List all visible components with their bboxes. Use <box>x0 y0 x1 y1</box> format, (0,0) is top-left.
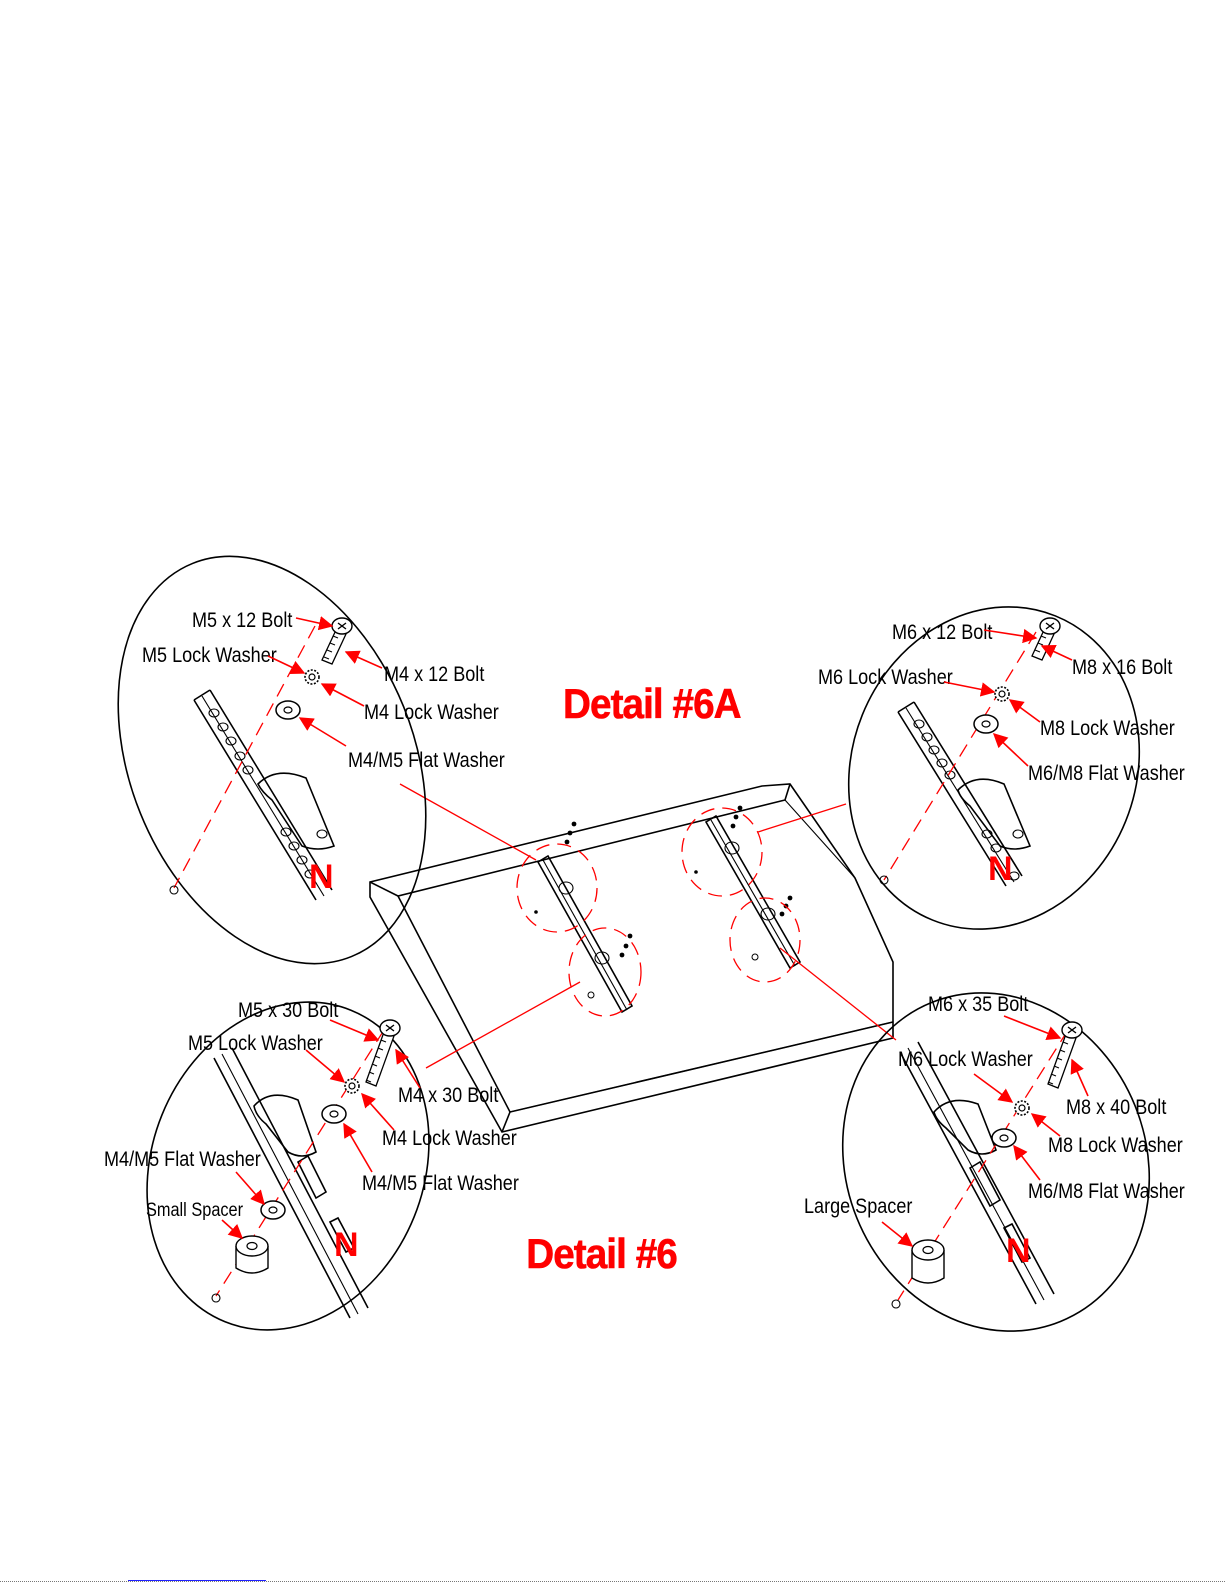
n-mark: N <box>1006 1232 1031 1270</box>
label-small-spacer: Small Spacer <box>146 1199 243 1220</box>
label-m4-lock-washer: M4 Lock Washer <box>382 1127 517 1151</box>
flat-washer-m4m5 <box>321 1104 347 1124</box>
small-spacer <box>235 1235 269 1274</box>
detail-bottom-left: N M5 x 30 Bolt M5 Lock Washer M4 x 30 Bo… <box>104 999 519 1331</box>
flat-washer-m4m5-left <box>260 1200 286 1220</box>
detail-top-right: N M6 x 12 Bolt M8 x 16 Bolt M6 Lock Wash… <box>818 606 1185 930</box>
callout-arrows <box>881 1015 1089 1247</box>
detail-6-title: Detail #6 <box>526 1229 677 1277</box>
rail-bracket <box>899 1041 1055 1305</box>
n-mark: N <box>334 1226 359 1264</box>
label-m5x30-bolt: M5 x 30 Bolt <box>238 999 339 1023</box>
callout-arrows <box>267 616 383 747</box>
label-m8-lock-washer: M8 Lock Washer <box>1048 1134 1183 1158</box>
mounting-board <box>369 783 894 1133</box>
label-large-spacer: Large Spacer <box>804 1195 913 1219</box>
label-m6x35-bolt: M6 x 35 Bolt <box>928 993 1029 1017</box>
callout-arrows <box>943 628 1073 767</box>
label-m6-lock-washer: M6 Lock Washer <box>818 666 953 690</box>
label-m8x16-bolt: M8 x 16 Bolt <box>1072 656 1173 680</box>
footer-dotted-line <box>0 1581 1225 1582</box>
detail-bottom-right: N M6 x 35 Bolt M6 Lock Washer M8 x 40 Bo… <box>804 992 1185 1332</box>
n-mark: N <box>309 858 334 896</box>
detail-leader-lines <box>399 783 897 1069</box>
label-m8-lock-washer: M8 Lock Washer <box>1040 717 1175 741</box>
lock-washer-m6 <box>1014 1100 1030 1116</box>
label-m4m5-flat-washer-left: M4/M5 Flat Washer <box>104 1148 261 1172</box>
rail-bracket <box>213 1047 369 1319</box>
bolt-m5x30 <box>365 1019 401 1087</box>
bolt-m6x35 <box>1047 1021 1083 1089</box>
flat-washer-m4m5 <box>275 700 301 720</box>
detail-6a-title: Detail #6A <box>563 679 741 727</box>
bolt-m6x12 <box>1031 617 1061 661</box>
board-rail-left <box>536 854 634 1014</box>
label-m6x12-bolt: M6 x 12 Bolt <box>892 621 993 645</box>
n-mark: N <box>988 850 1013 888</box>
rail-bracket <box>897 701 1032 887</box>
board-rail-right <box>704 814 802 970</box>
flat-washer-m6m8 <box>973 714 999 734</box>
rail-bracket <box>193 689 336 901</box>
label-m6m8-flat-washer: M6/M8 Flat Washer <box>1028 762 1185 786</box>
callout-arrows <box>221 1019 421 1239</box>
label-m4x12-bolt: M4 x 12 Bolt <box>384 663 485 687</box>
label-m6m8-flat-washer: M6/M8 Flat Washer <box>1028 1180 1185 1204</box>
label-m5x12-bolt: M5 x 12 Bolt <box>192 609 293 633</box>
bolt-m5x12 <box>321 617 353 665</box>
lock-washer-m5 <box>304 669 320 685</box>
detail-top-left: N M5 x 12 Bolt M5 Lock Washer M4 x 12 Bo… <box>117 555 505 965</box>
label-m4m5-flat-washer-right: M4/M5 Flat Washer <box>362 1172 519 1196</box>
label-m4m5-flat-washer: M4/M5 Flat Washer <box>348 749 505 773</box>
label-m5-lock-washer: M5 Lock Washer <box>188 1032 323 1056</box>
flat-washer-m6m8 <box>991 1128 1017 1148</box>
label-m6-lock-washer: M6 Lock Washer <box>898 1048 1033 1072</box>
label-m4-lock-washer: M4 Lock Washer <box>364 701 499 725</box>
lock-washer-m6 <box>994 686 1010 702</box>
board-fasteners <box>534 805 793 999</box>
board-highlight-circles <box>516 807 801 1017</box>
label-m4x30-bolt: M4 x 30 Bolt <box>398 1084 499 1108</box>
label-m8x40-bolt: M8 x 40 Bolt <box>1066 1096 1167 1120</box>
footer-link-underline <box>128 1580 266 1581</box>
rail-holes <box>208 708 316 879</box>
lock-washer-m5 <box>344 1078 360 1094</box>
large-spacer <box>911 1239 945 1284</box>
label-m5-lock-washer: M5 Lock Washer <box>142 644 277 668</box>
